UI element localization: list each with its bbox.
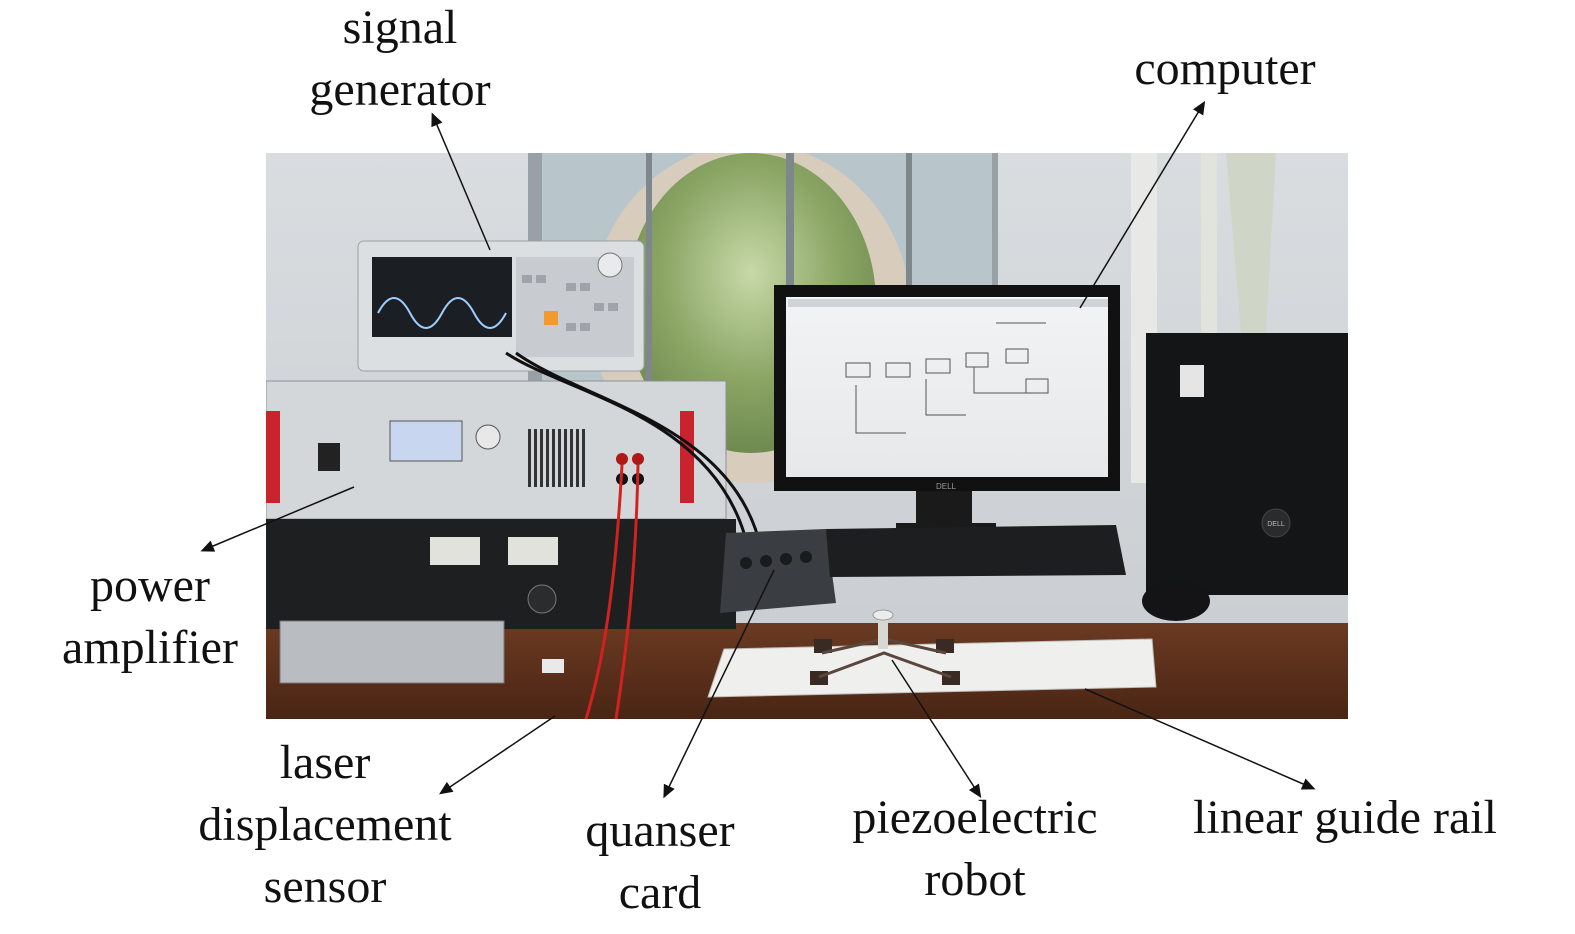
lab-setup-photo: DELL DELL — [266, 153, 1348, 719]
power-amplifier-device — [266, 380, 727, 520]
label-line: displacement — [198, 798, 452, 851]
label-line: laser — [279, 736, 371, 789]
laser-sensor-device — [279, 620, 564, 684]
label-power-amplifier: power amplifier — [40, 555, 260, 679]
label-line: card — [618, 866, 702, 919]
label-line: robot — [924, 853, 1026, 906]
label-line: quanser — [585, 804, 735, 857]
pc-tower-device: DELL — [1146, 333, 1348, 595]
label-line: computer — [1134, 42, 1316, 95]
label-line: amplifier — [62, 621, 238, 674]
label-signal-generator: signal generator — [290, 0, 510, 121]
label-line: sensor — [263, 860, 387, 913]
label-line: generator — [309, 63, 491, 116]
label-computer: computer — [1110, 38, 1340, 100]
label-line: linear guide rail — [1193, 791, 1497, 844]
label-line: piezoelectric — [852, 791, 1098, 844]
signal-generator-device — [357, 240, 645, 372]
label-line: signal — [342, 1, 458, 54]
svg-text:DELL: DELL — [936, 482, 957, 491]
label-line: power — [90, 559, 210, 612]
svg-text:DELL: DELL — [1267, 521, 1285, 528]
label-piezoelectric-robot: piezoelectric robot — [825, 787, 1125, 911]
label-laser-displacement-sensor: laser displacement sensor — [170, 732, 480, 918]
rack-amplifier-device — [266, 519, 736, 629]
monitor-device: DELL — [774, 285, 1120, 533]
quanser-card-device — [720, 529, 836, 613]
label-linear-guide-rail: linear guide rail — [1160, 787, 1530, 849]
label-quanser-card: quanser card — [555, 800, 765, 924]
